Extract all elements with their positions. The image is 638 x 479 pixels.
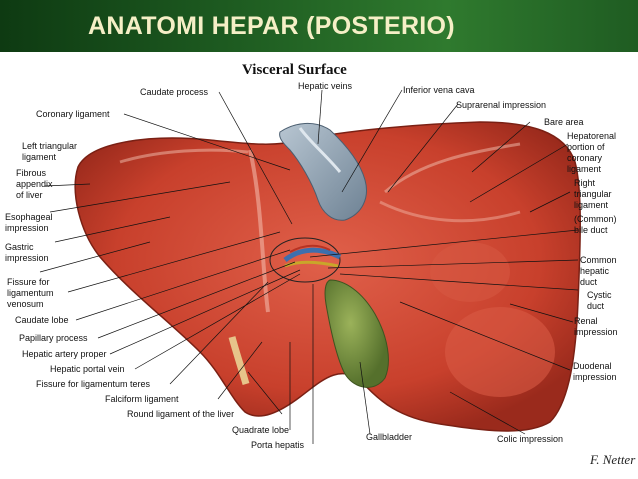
label-fibrous-appendix-3: of liver [16, 190, 43, 200]
label-right-triangular-1: Right [574, 178, 596, 188]
artist-signature: F. Netter [589, 452, 636, 467]
label-left-triangular-1: Left triangular [22, 141, 77, 151]
label-esophageal-1: Esophageal [5, 212, 53, 222]
label-falciform-ligament: Falciform ligament [105, 394, 179, 404]
liver-diagram: Visceral Surface Caudate process Hepa [0, 52, 638, 479]
label-hepatic-veins: Hepatic veins [298, 81, 353, 91]
slide-header: ANATOMI HEPAR (POSTERIO) [0, 0, 638, 52]
label-gastric-2: impression [5, 253, 49, 263]
label-right-triangular-3: ligament [574, 200, 609, 210]
label-common-hepatic-3: duct [580, 277, 598, 287]
label-hepatorenal-1: Hepatorenal [567, 131, 616, 141]
label-renal-1: Renal [574, 316, 598, 326]
label-colic-impression: Colic impression [497, 434, 563, 444]
label-common-hepatic-1: Common [580, 255, 617, 265]
label-right-triangular-2: triangular [574, 189, 612, 199]
label-fibrous-appendix-1: Fibrous [16, 168, 47, 178]
round-ligament-shape [228, 336, 250, 385]
label-hepatic-portal-vein: Hepatic portal vein [50, 364, 125, 374]
label-hepatorenal-4: ligament [567, 164, 602, 174]
label-common-bile-duct-1: (Common) [574, 214, 617, 224]
label-gallbladder: Gallbladder [366, 432, 412, 442]
label-hepatorenal-2: portion of [567, 142, 605, 152]
label-fibrous-appendix-2: appendix [16, 179, 53, 189]
label-cystic-duct-1: Cystic [587, 290, 612, 300]
label-common-hepatic-2: hepatic [580, 266, 610, 276]
slide-title: ANATOMI HEPAR (POSTERIO) [88, 12, 455, 40]
vena-cava-shape [279, 123, 367, 221]
label-esophageal-2: impression [5, 223, 49, 233]
label-hepatorenal-3: coronary [567, 153, 603, 163]
label-duodenal-1: Duodenal [573, 361, 612, 371]
label-fissure-venosum-3: venosum [7, 299, 44, 309]
label-porta-hepatis: Porta hepatis [251, 440, 305, 450]
label-common-bile-duct-2: bile duct [574, 225, 608, 235]
leader-lines [39, 89, 579, 444]
label-coronary-ligament: Coronary ligament [36, 109, 110, 119]
label-caudate-process: Caudate process [140, 87, 209, 97]
gallbladder-shape [324, 279, 389, 388]
label-inferior-vena-cava: Inferior vena cava [403, 85, 475, 95]
label-round-ligament: Round ligament of the liver [127, 409, 234, 419]
liver-illustration: Visceral Surface Caudate process Hepa [5, 62, 636, 467]
label-quadrate-lobe: Quadrate lobe [232, 425, 289, 435]
label-hepatic-artery: Hepatic artery proper [22, 349, 107, 359]
label-papillary-process: Papillary process [19, 333, 88, 343]
label-left-triangular-2: ligament [22, 152, 57, 162]
label-renal-2: impression [574, 327, 618, 337]
label-cystic-duct-2: duct [587, 301, 605, 311]
label-bare-area: Bare area [544, 117, 584, 127]
label-duodenal-2: impression [573, 372, 617, 382]
diagram-title: Visceral Surface [242, 62, 347, 78]
porta-hepatis-shape [269, 237, 341, 283]
label-fissure-venosum-2: ligamentum [7, 288, 54, 298]
label-caudate-lobe: Caudate lobe [15, 315, 69, 325]
label-fissure-teres: Fissure for ligamentum teres [36, 379, 151, 389]
label-fissure-venosum-1: Fissure for [7, 277, 50, 287]
label-suprarenal-impression: Suprarenal impression [456, 100, 546, 110]
label-gastric-1: Gastric [5, 242, 34, 252]
